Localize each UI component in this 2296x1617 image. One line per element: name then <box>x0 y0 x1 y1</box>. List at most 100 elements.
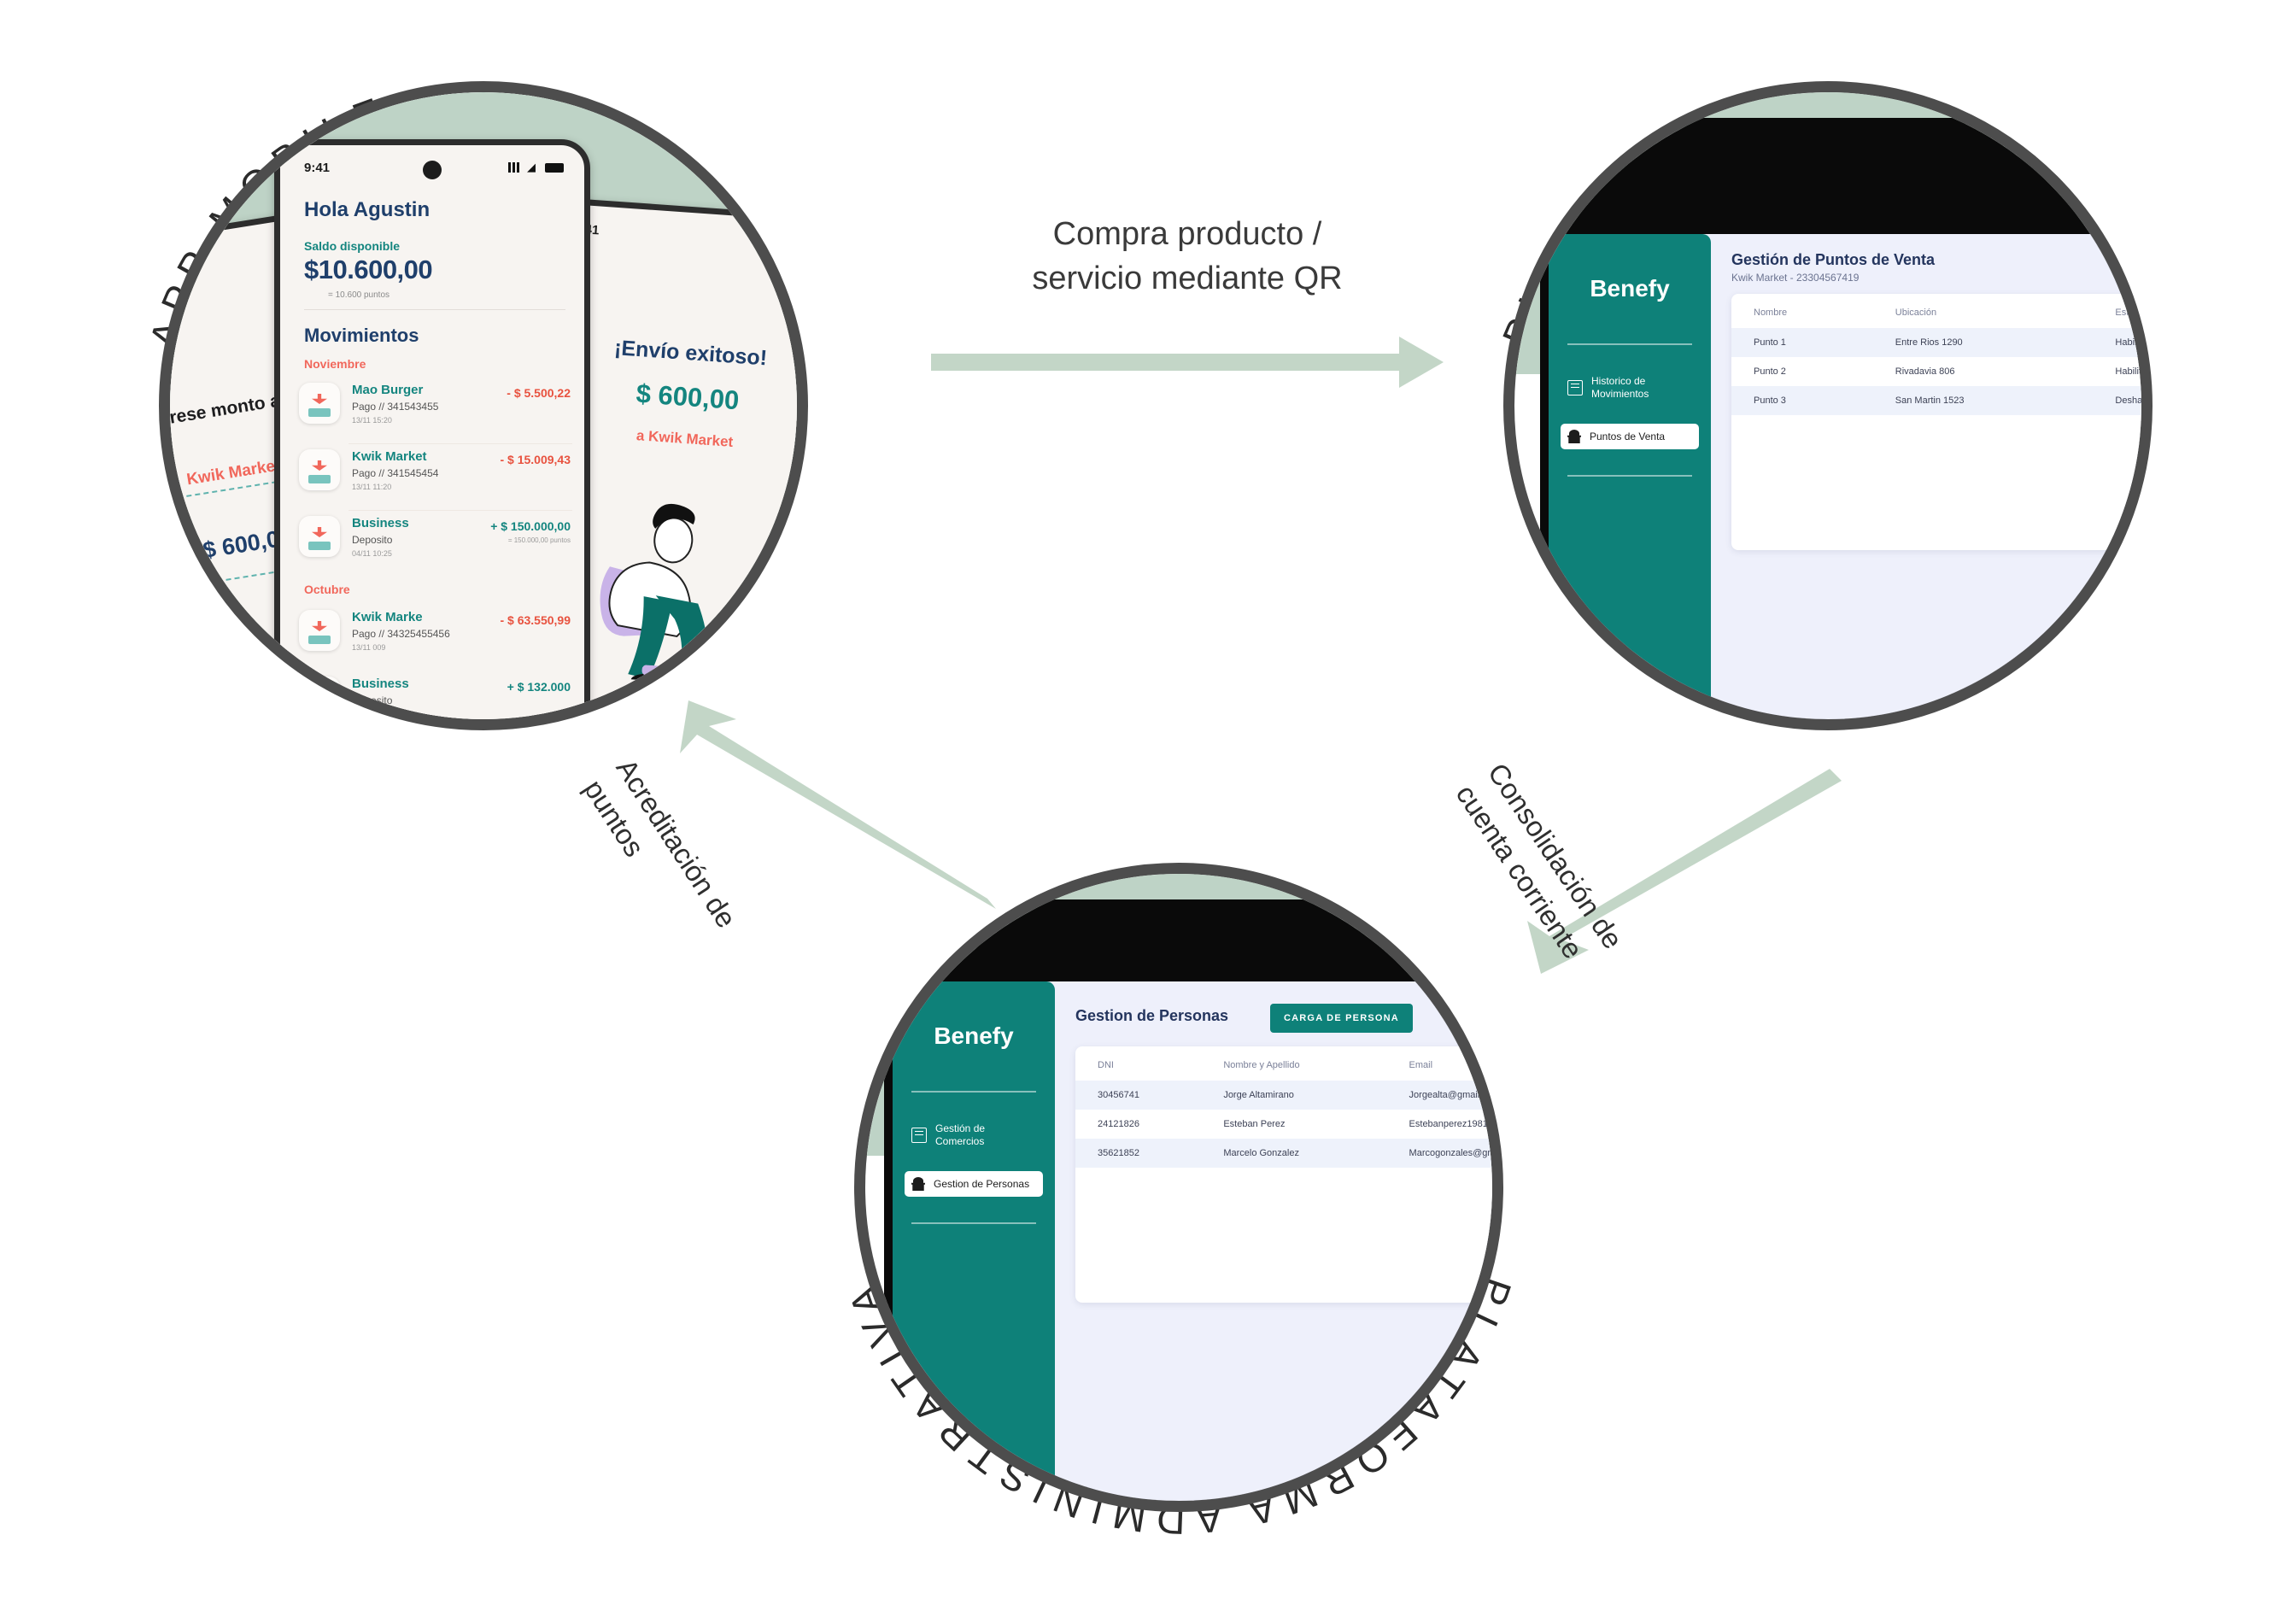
transaction-row[interactable]: Kwik Market Pago // 341545454 13/11 11:2… <box>299 444 572 511</box>
comercio-screen: Benefy Historico de Movimientos Puntos d… <box>1549 234 2152 719</box>
wifi-icon: ◢ <box>527 161 536 173</box>
sidebar-item-historico[interactable]: Historico de Movimientos <box>1561 369 1699 407</box>
column-header: Nombre <box>1754 308 1788 318</box>
cell-email: Marcogonzales@gmail.com <box>1409 1148 1503 1158</box>
transaction-icon <box>299 516 340 557</box>
phone-success: 9:41 ¡Envío exitoso! $ 600,00 a Kwik Mar… <box>503 196 797 719</box>
table-row[interactable]: Punto 1 Entre Rios 1290 Habilitada <box>1731 328 2152 357</box>
sidebar-item-label: Puntos de Venta <box>1590 430 1666 442</box>
cell-nombre: Punto 2 <box>1754 366 1786 377</box>
page-title: Gestion de Personas <box>1075 1007 1229 1024</box>
transaction-date: 03/11 009 <box>352 710 386 718</box>
phone-home: 9:41 ◢ Hola Agustin Saldo disponible $10… <box>274 139 590 719</box>
status-time-center: 9:41 <box>304 161 331 175</box>
transaction-amount: - $ 63.550,99 <box>500 613 571 627</box>
table-card: Nombre Ubicación Estado Punto 1 Entre Ri… <box>1731 294 2152 550</box>
transaction-date: 13/11 11:20 <box>352 483 392 491</box>
transaction-detail: Pago // 341545454 <box>352 467 439 479</box>
month-header-noviembre: Noviembre <box>304 357 366 371</box>
column-header: DNI <box>1098 1060 1114 1070</box>
cell-email: Estebanperez1981@hotmail <box>1409 1119 1503 1129</box>
cell-dni: 30456741 <box>1098 1090 1139 1100</box>
main-content: Gestión de Puntos de Venta Kwik Market -… <box>1711 234 2152 719</box>
transaction-amount: + $ 132.000 <box>507 680 571 694</box>
node-app-mobile: ◢ Ingrese monto a enviar Kwik Market Máx… <box>159 81 808 730</box>
table-row[interactable]: 35621852 Marcelo Gonzalez Marcogonzales@… <box>1075 1139 1503 1168</box>
cell-email: Jorgealta@gmail.com <box>1409 1090 1501 1100</box>
transaction-points: = 150.000,00 puntos <box>507 536 571 544</box>
transaction-icon <box>299 449 340 490</box>
table-row[interactable]: 30456741 Jorge Altamirano Jorgealta@gmai… <box>1075 1081 1501 1110</box>
sidebar-item-label: Gestion de Personas <box>934 1177 1030 1190</box>
cell-estado: Habilitada <box>2115 366 2152 377</box>
table-card: DNI Nombre y Apellido Email 30456741 Jor… <box>1075 1046 1503 1303</box>
cell-dni: 35621852 <box>1098 1148 1139 1158</box>
movements-title: Movimientos <box>304 325 419 346</box>
page-subtitle: Kwik Market - 23304567419 <box>1731 272 1860 284</box>
table-row[interactable]: Punto 3 San Martin 1523 Deshabilitada <box>1731 386 2152 415</box>
admin-screen: Benefy Gestión de Comercios Gestion de P… <box>893 981 1503 1501</box>
transaction-date: 04/11 10:25 <box>352 549 392 558</box>
cell-ubicacion: Entre Rios 1290 <box>1895 337 1963 348</box>
column-header: Nombre y Apellido <box>1223 1060 1300 1070</box>
main-content: Gestion de Personas CARGA DE PERSONA DNI… <box>1055 981 1503 1501</box>
transaction-icon <box>299 677 340 718</box>
transaction-date: 13/11 009 <box>352 643 386 652</box>
transaction-icon <box>299 383 340 424</box>
cell-ubicacion: Rivadavia 806 <box>1895 366 1955 377</box>
sidebar-item-gestion-comercios[interactable]: Gestión de Comercios <box>905 1116 1043 1154</box>
people-icon <box>911 1177 925 1191</box>
cell-nombre: Marcelo Gonzalez <box>1223 1148 1299 1158</box>
cell-estado: Habilitada <box>2115 337 2152 348</box>
camera-dot-icon <box>782 237 797 256</box>
document-icon <box>911 1128 927 1143</box>
sidebar-item-label: Gestión de Comercios <box>935 1122 986 1147</box>
table-row[interactable]: Punto 2 Rivadavia 806 Habilitada <box>1731 357 2152 386</box>
person-illustration <box>600 503 728 688</box>
battery-icon <box>545 162 564 173</box>
brand-logo: Benefy <box>934 1022 1014 1049</box>
transaction-row[interactable]: Business Deposito 04/11 10:25 + $ 150.00… <box>299 511 572 577</box>
transaction-date: 13/11 15:20 <box>352 416 392 425</box>
status-icons-center: ◢ <box>508 161 564 173</box>
balance-value: $10.600,00 <box>304 255 433 284</box>
cell-nombre: Esteban Perez <box>1223 1119 1286 1129</box>
carga-de-persona-button[interactable]: CARGA DE PERSONA <box>1270 1004 1413 1033</box>
sidebar-divider-bottom <box>911 1222 1036 1224</box>
column-header: Ubicación <box>1895 308 1937 318</box>
arrow-compra-label: Compra producto / servicio mediante QR <box>1032 216 1343 297</box>
cell-estado: Deshabilitada <box>2115 395 2152 406</box>
sidebar-divider-top <box>911 1091 1036 1093</box>
transaction-amount: - $ 15.009,43 <box>500 453 571 466</box>
transaction-row[interactable]: Business Deposito 03/11 009 + $ 132.000 <box>299 671 572 719</box>
sidebar: Benefy Historico de Movimientos Puntos d… <box>1549 234 1711 719</box>
cell-nombre: Punto 1 <box>1754 337 1786 348</box>
page-title: Gestión de Puntos de Venta <box>1731 251 1936 268</box>
sidebar-item-label: Historico de Movimientos <box>1591 375 1649 400</box>
column-header: Estado <box>2115 308 2145 318</box>
puntos-de-venta-table: Nombre Ubicación Estado Punto 1 Entre Ri… <box>1731 294 2152 415</box>
transaction-amount: + $ 150.000,00 <box>490 519 571 533</box>
transaction-merchant: Kwik Market <box>352 449 427 464</box>
transaction-detail: Pago // 34325455456 <box>352 628 450 640</box>
arrow-consolidacion <box>1527 769 1842 974</box>
sidebar-item-puntos-de-venta[interactable]: Puntos de Venta <box>1561 424 1699 449</box>
transaction-row[interactable]: Kwik Marke Pago // 34325455456 13/11 009… <box>299 605 572 671</box>
node-plataforma-comercio: Benefy Historico de Movimientos Puntos d… <box>1503 81 2152 730</box>
table-row[interactable]: 24121826 Esteban Perez Estebanperez1981@… <box>1075 1110 1503 1139</box>
sidebar-divider-bottom <box>1567 475 1692 477</box>
sidebar-item-gestion-personas[interactable]: Gestion de Personas <box>905 1171 1043 1197</box>
transaction-detail: Deposito <box>352 534 393 546</box>
node-plataforma-administrativa: Benefy Gestión de Comercios Gestion de P… <box>854 863 1503 1512</box>
transaction-detail: Deposito <box>352 694 393 706</box>
arrow-acreditacion <box>680 700 996 909</box>
cell-nombre: Jorge Altamirano <box>1223 1090 1294 1100</box>
signal-icon <box>508 162 522 173</box>
transaction-row[interactable]: Mao Burger Pago // 341543455 13/11 15:20… <box>299 378 572 444</box>
sidebar-divider-top <box>1567 343 1692 345</box>
column-header: Email <box>1409 1060 1433 1070</box>
points-equivalent: = 10.600 puntos <box>328 290 390 300</box>
send-balance-label: Saldo <box>159 524 171 541</box>
row-divider <box>348 443 572 444</box>
transaction-merchant: Kwik Marke <box>352 610 423 624</box>
